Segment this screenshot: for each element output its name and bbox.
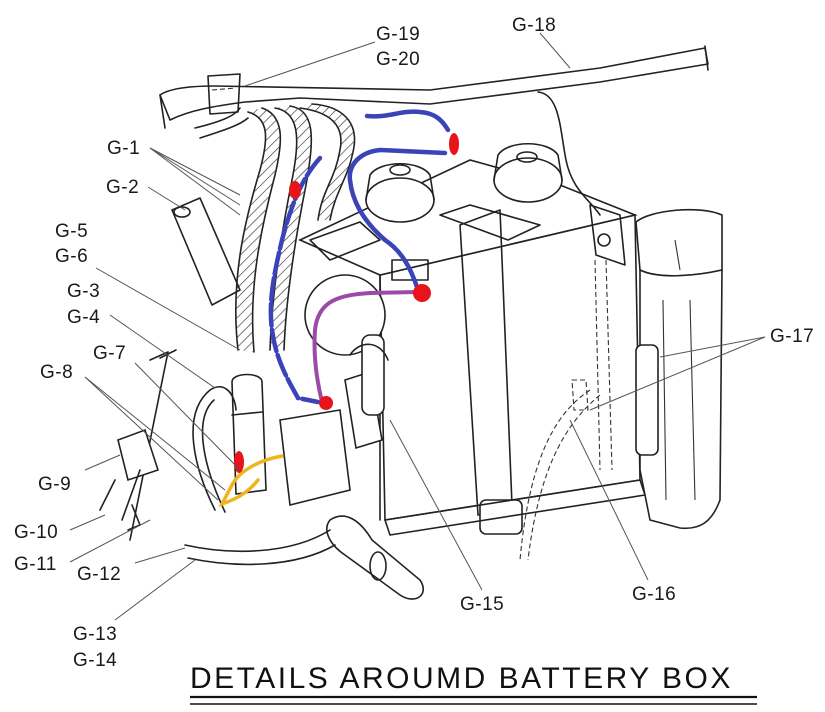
label-g7: G-7 [93, 343, 126, 364]
washer-bottle [171, 197, 241, 306]
label-g8: G-8 [40, 362, 73, 383]
label-g6: G-6 [55, 246, 88, 267]
connection-point [413, 284, 431, 302]
label-g13: G-13 [73, 624, 117, 645]
label-g19: G-19 [376, 24, 420, 45]
label-g12: G-12 [77, 564, 121, 585]
ground-wire-terminal [347, 147, 448, 293]
ground-wire-upper [364, 109, 451, 133]
aux-wire [218, 454, 284, 508]
hoses [194, 73, 356, 353]
label-g16: G-16 [632, 584, 676, 605]
connection-point [289, 181, 301, 199]
hidden-lines [519, 91, 613, 561]
label-g9: G-9 [38, 474, 71, 495]
body-panel [159, 45, 709, 129]
reservoir [635, 208, 723, 530]
wire-annotations [218, 109, 459, 508]
label-g14: G-14 [73, 650, 117, 671]
label-g4: G-4 [67, 307, 100, 328]
label-g18: G-18 [512, 15, 556, 36]
label-g2: G-2 [106, 177, 139, 198]
label-g1: G-1 [107, 138, 140, 159]
title-text: DETAILS AROUMD BATTERY BOX [190, 662, 733, 695]
positive-wire [312, 290, 420, 404]
diagram-title: DETAILS AROUMD BATTERY BOX [190, 662, 757, 705]
connection-point [319, 396, 333, 410]
label-g17: G-17 [770, 326, 814, 347]
label-g3: G-3 [67, 281, 100, 302]
callout-labels: G-19 G-20 G-18 G-1 G-2 G-5 G-6 G-3 G-4 G… [14, 15, 814, 671]
battery [298, 143, 646, 536]
label-g20: G-20 [376, 49, 420, 70]
connection-point [449, 133, 459, 155]
label-g15: G-15 [460, 594, 504, 615]
connection-point [234, 451, 244, 473]
leader-lines [69, 32, 766, 621]
label-g11: G-11 [14, 554, 57, 575]
label-g5: G-5 [55, 221, 88, 242]
label-g10: G-10 [14, 522, 58, 543]
